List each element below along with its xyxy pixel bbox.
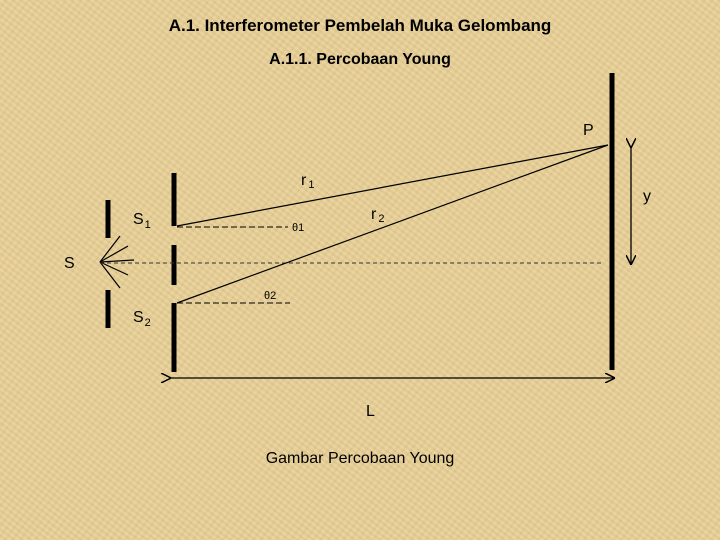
label-theta2: θ2 xyxy=(264,290,276,302)
page-title: A.1. Interferometer Pembelah Muka Gelomb… xyxy=(168,16,552,35)
label-s: S xyxy=(64,255,75,272)
label-p: P xyxy=(583,122,594,139)
section-subtitle: A.1.1. Percobaan Young xyxy=(269,51,451,68)
source-rays xyxy=(99,235,135,289)
label-l: L xyxy=(366,403,375,420)
label-theta1: θ1 xyxy=(292,222,304,234)
label-s2: S2 xyxy=(133,309,151,329)
label-y: y xyxy=(643,188,651,205)
figure-caption: Gambar Percobaan Young xyxy=(265,450,455,467)
path-r1 xyxy=(176,144,609,227)
label-s1: S1 xyxy=(133,211,151,231)
path-r2 xyxy=(176,144,609,304)
